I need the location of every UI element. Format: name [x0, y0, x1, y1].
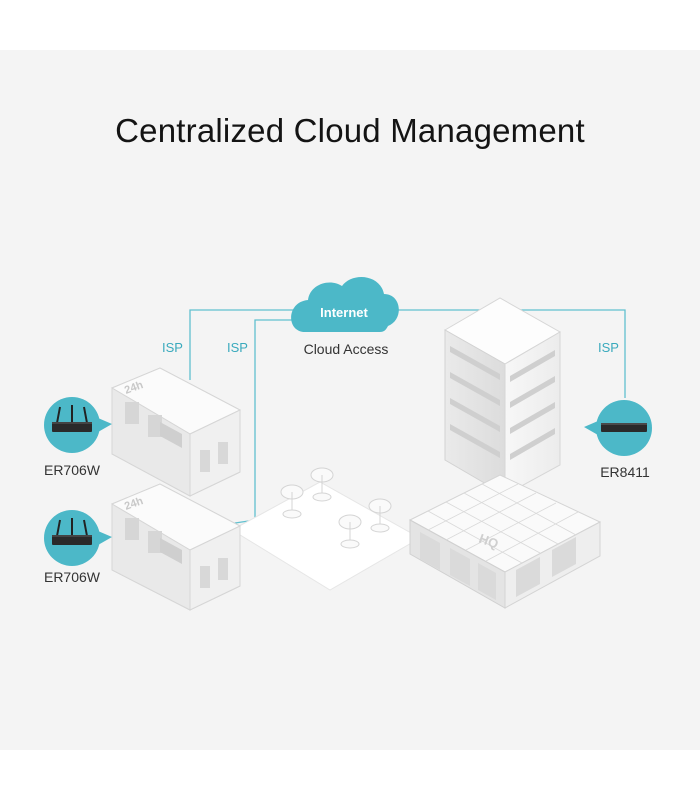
branch-building-2: 24h: [110, 483, 242, 611]
hq-building: HQ: [408, 297, 602, 609]
branch-building-1: 24h: [110, 367, 242, 497]
plaza: [231, 467, 422, 591]
hq-sign: HQ: [477, 531, 500, 552]
device-bubble-branch-2: [44, 510, 112, 566]
router-icon: [52, 518, 92, 545]
diagram-canvas: Centralized Cloud Management ISP ISP ISP…: [0, 50, 700, 750]
isp-link-branch-1: [189, 309, 295, 380]
device-bubble-branch-1: [44, 397, 112, 453]
isp-label-branch-1: ISP: [162, 340, 183, 355]
cloud-access-caption: Cloud Access: [304, 341, 389, 357]
router-icon: [52, 405, 92, 432]
cloud-label: Internet: [320, 305, 368, 320]
device-label-branch-2: ER706W: [44, 569, 101, 585]
umbrella-icon: [338, 514, 362, 549]
tower-windows: [450, 346, 555, 460]
cloud-icon: [291, 276, 399, 332]
device-label-hq: ER8411: [600, 464, 650, 480]
internet-cloud: Internet: [291, 276, 399, 332]
umbrella-icon: [280, 484, 304, 519]
page-title: Centralized Cloud Management: [115, 112, 585, 149]
device-label-branch-1: ER706W: [44, 462, 101, 478]
isp-link-hq: [398, 309, 626, 398]
isp-label-hq: ISP: [598, 340, 619, 355]
umbrella-icon: [310, 467, 334, 502]
router-icon: [601, 423, 647, 432]
isp-link-branch-2: [254, 319, 292, 520]
device-bubble-hq: [584, 400, 652, 456]
isp-label-branch-2: ISP: [227, 340, 248, 355]
umbrella-icon: [368, 498, 392, 533]
network-diagram: ISP ISP ISP Internet Cloud Access: [44, 276, 652, 611]
